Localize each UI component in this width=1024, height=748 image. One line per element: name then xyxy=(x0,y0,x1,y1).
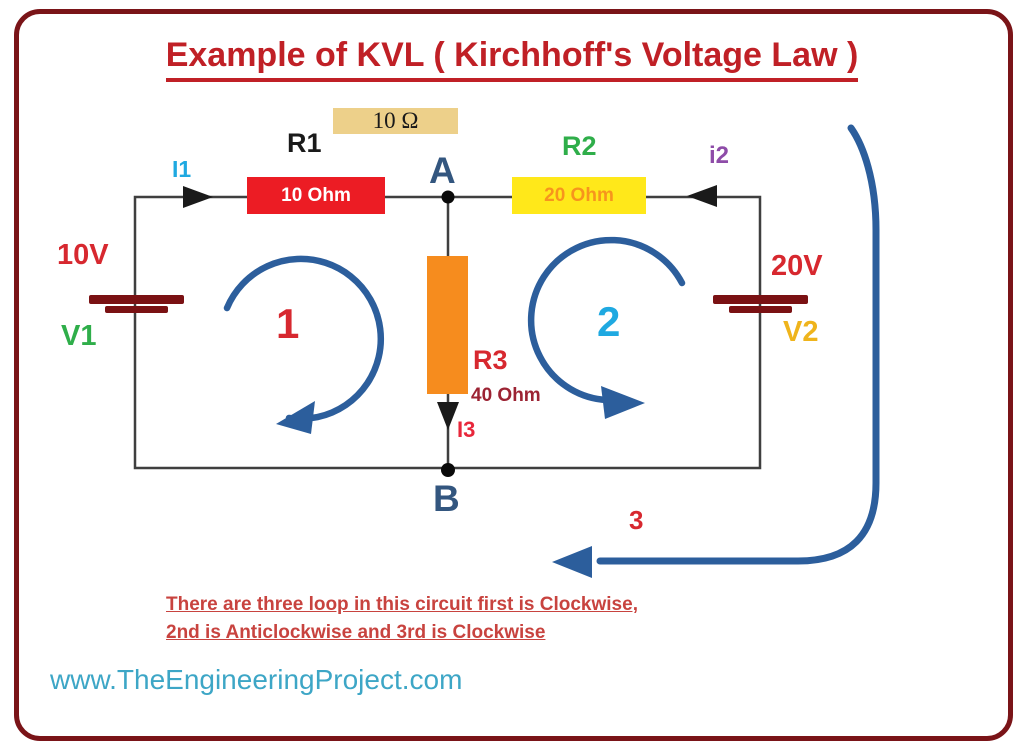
source-v2-label: V2 xyxy=(783,316,819,348)
note-line-2: 2nd is Anticlockwise and 3rd is Clockwis… xyxy=(166,622,546,643)
resistance-banner: 10 Ω xyxy=(333,108,458,134)
battery-v2-long-plate xyxy=(713,295,808,304)
resistor-r1-body: 10 Ohm xyxy=(247,177,385,214)
battery-v1-long-plate xyxy=(89,295,184,304)
loop1-number: 1 xyxy=(276,300,300,347)
note-line-1: There are three loop in this circuit fir… xyxy=(166,594,638,615)
resistor-r2-value: 20 Ohm xyxy=(544,184,614,206)
current-i2-label: i2 xyxy=(709,142,730,169)
loop2-number: 2 xyxy=(597,298,621,345)
source-v1-voltage: 10V xyxy=(57,239,109,271)
resistor-r1-value: 10 Ohm xyxy=(281,184,351,206)
node-b-label: B xyxy=(433,478,460,519)
resistor-r2-label: R2 xyxy=(562,131,597,161)
loop3-arrowhead-icon xyxy=(552,546,592,578)
battery-v2-short-plate xyxy=(729,306,792,313)
current-i3-label: I3 xyxy=(457,417,476,442)
loop1-clockwise-arc xyxy=(223,255,384,423)
resistor-r1-label: R1 xyxy=(287,128,322,158)
resistor-r3-label: R3 xyxy=(473,345,508,375)
loop1-arrowhead-icon xyxy=(276,401,315,434)
current-i2-arrow-icon xyxy=(687,185,717,207)
source-v1-label: V1 xyxy=(61,320,97,352)
current-i1-arrow-icon xyxy=(183,186,213,208)
website-text: www.TheEngineeringProject.com xyxy=(50,664,463,695)
loop3-outer-arrow-path xyxy=(596,124,880,565)
loop2-anticlockwise-arc xyxy=(527,236,686,404)
resistance-banner-text: 10 Ω xyxy=(372,108,419,133)
current-i3-arrow-icon xyxy=(437,402,459,430)
resistor-r2-body: 20 Ohm xyxy=(512,177,646,214)
resistor-r3-body xyxy=(427,256,468,394)
loop2-arrowhead-icon xyxy=(601,386,645,419)
page-title-text: Example of KVL ( Kirchhoff's Voltage Law… xyxy=(165,36,859,82)
figure-border xyxy=(14,9,1013,741)
resistor-r3-value: 40 Ohm xyxy=(471,385,541,406)
loop3-number: 3 xyxy=(629,505,644,535)
page-title: Example of KVL ( Kirchhoff's Voltage Law… xyxy=(0,36,1024,82)
source-v2-voltage: 20V xyxy=(771,250,823,282)
node-a-label: A xyxy=(429,150,456,191)
node-a-dot xyxy=(441,190,455,204)
loops-explanation-note: There are three loop in this circuit fir… xyxy=(166,591,638,647)
battery-v1-short-plate xyxy=(105,306,168,313)
current-i1-label: I1 xyxy=(172,156,192,182)
node-b-dot xyxy=(441,463,455,477)
